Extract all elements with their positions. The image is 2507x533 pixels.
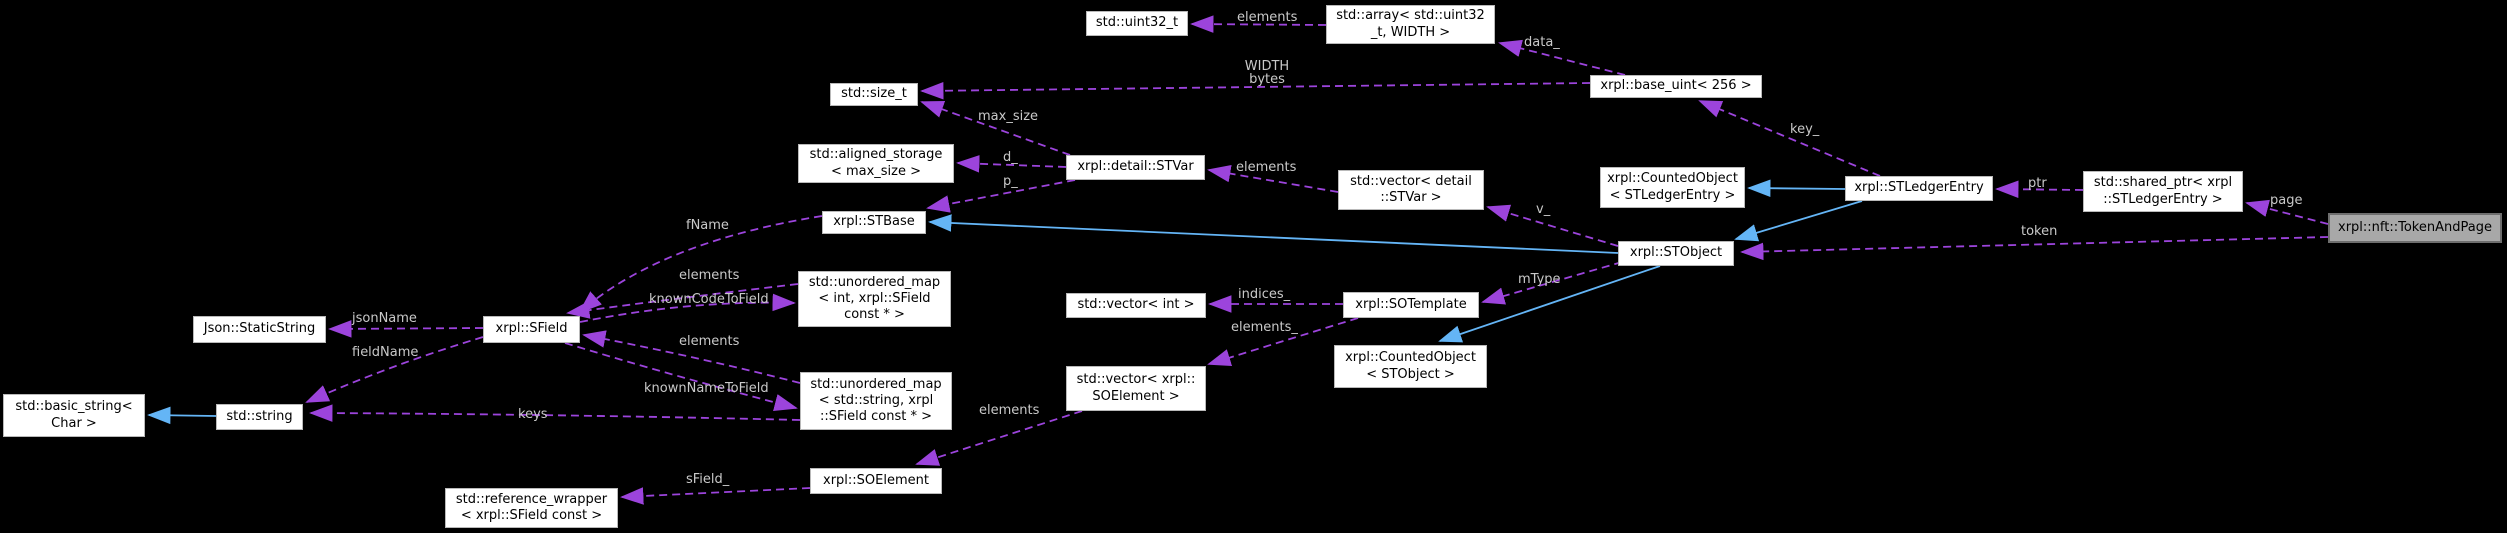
edge-label-elements-array: elements [1237, 10, 1298, 25]
edge-label-jsonname: jsonName [352, 311, 417, 326]
edge-d [956, 155, 1067, 173]
edge-label-data: data_ [1524, 35, 1560, 50]
node-aligned-storage[interactable]: std::aligned_storage < max_size > [798, 144, 954, 183]
edge-label-token: token [2021, 224, 2058, 239]
edge-fname [578, 215, 823, 314]
edge-label-sfield: sField_ [686, 472, 730, 487]
edge-label-elements-umapint: elements [679, 268, 740, 283]
node-sotemplate[interactable]: xrpl::SOTemplate [1343, 292, 1479, 318]
node-reference-wrapper[interactable]: std::reference_wrapper < xrpl::SField co… [445, 488, 618, 528]
node-soelement[interactable]: xrpl::SOElement [810, 468, 942, 494]
edge-sfield [620, 487, 811, 505]
edge-label-knownnametofield: knownNameToField [644, 381, 769, 396]
edge-inherit-string [147, 406, 217, 425]
node-vector-int[interactable]: std::vector< int > [1066, 293, 1206, 318]
edge-inherit-stobj-counted [1438, 265, 1661, 343]
edge-label-elements-umapstr: elements [679, 334, 740, 349]
edge-token [1740, 236, 2329, 261]
edge-label-fieldname: fieldName [352, 345, 419, 360]
node-stbase[interactable]: xrpl::STBase [822, 211, 926, 234]
node-std-string[interactable]: std::string [216, 404, 303, 430]
edge-knownnametofield [564, 342, 798, 412]
edge-max-size [920, 100, 1071, 156]
node-stledgerentry[interactable]: xrpl::STLedgerEntry [1845, 176, 1993, 201]
edge-label-p: p_ [1003, 174, 1018, 189]
edge-p [926, 179, 1076, 213]
edge-elements-umapstr [582, 330, 801, 384]
edge-knowncodetofield [579, 293, 796, 323]
node-vector-soelement[interactable]: std::vector< xrpl:: SOElement > [1066, 366, 1206, 411]
node-json-staticstring[interactable]: Json::StaticString [193, 316, 326, 343]
node-unordered-map-int[interactable]: std::unordered_map < int, xrpl::SField c… [798, 271, 951, 327]
node-base-uint-256[interactable]: xrpl::base_uint< 256 > [1590, 75, 1762, 98]
node-detail-stvar[interactable]: xrpl::detail::STVar [1066, 155, 1205, 180]
edge-width-bytes [920, 81, 1591, 100]
edge-keys [309, 404, 801, 422]
node-vector-stvar[interactable]: std::vector< detail ::STVar > [1338, 170, 1484, 210]
edge-label-key: key_ [1790, 122, 1820, 137]
edge-mtype [1481, 261, 1623, 305]
node-countedobject-sle[interactable]: xrpl::CountedObject < STLedgerEntry > [1600, 167, 1745, 208]
edge-inherit-stobj-stbase [928, 214, 1619, 254]
edge-key [1698, 100, 1881, 177]
node-basic-string[interactable]: std::basic_string< Char > [3, 394, 145, 437]
edge-label-max-size: max_size [978, 109, 1039, 124]
edge-inherit-sle-counted [1747, 179, 1846, 197]
edge-label-keys: keys [518, 407, 548, 422]
node-unordered-map-string[interactable]: std::unordered_map < std::string, xrpl :… [800, 372, 952, 430]
edge-elements-umapint [566, 283, 799, 319]
edge-label-elements-vecsoe: elements [979, 403, 1040, 418]
edge-page [2245, 199, 2329, 225]
edge-label-page: page [2270, 193, 2303, 208]
edge-elements-stvar [1207, 164, 1339, 193]
node-countedobject-stobject[interactable]: xrpl::CountedObject < STObject > [1334, 345, 1487, 388]
edge-label-elements-sotmpl: elements_ [1231, 320, 1298, 335]
edge-label-fname: fName [686, 218, 729, 233]
edge-label-v: v_ [1536, 202, 1551, 217]
node-shared-ptr[interactable]: std::shared_ptr< xrpl ::STLedgerEntry > [2083, 171, 2243, 212]
edge-label-ptr: ptr [2028, 176, 2047, 191]
edge-elements-array [1190, 15, 1327, 33]
edge-inherit-sle-stobj [1734, 200, 1863, 242]
edge-elements-vecsoe [915, 410, 1083, 466]
edge-label-mtype: mType [1518, 272, 1561, 287]
edge-label-knowncodetofield: knownCodeToField [649, 292, 769, 307]
node-token-and-page[interactable]: xrpl::nft::TokenAndPage [2328, 213, 2502, 243]
edge-jsonname [328, 320, 484, 338]
edge-ptr [1995, 180, 2084, 199]
edge-label-width-bytes: WIDTH bytes [1244, 59, 1290, 87]
node-std-array[interactable]: std::array< std::uint32 _t, WIDTH > [1326, 5, 1495, 44]
edge-label-indices: indices_ [1238, 287, 1291, 302]
node-sfield[interactable]: xrpl::SField [483, 316, 580, 343]
node-std-uint32-t[interactable]: std::uint32_t [1086, 11, 1188, 36]
edge-label-elements-stvar: elements [1236, 160, 1297, 175]
node-std-size-t[interactable]: std::size_t [830, 83, 918, 106]
edge-v [1486, 204, 1619, 247]
edge-data [1498, 39, 1626, 76]
edge-fieldname [305, 336, 484, 403]
node-stobject[interactable]: xrpl::STObject [1618, 241, 1734, 266]
edge-label-d: d_ [1003, 150, 1018, 165]
